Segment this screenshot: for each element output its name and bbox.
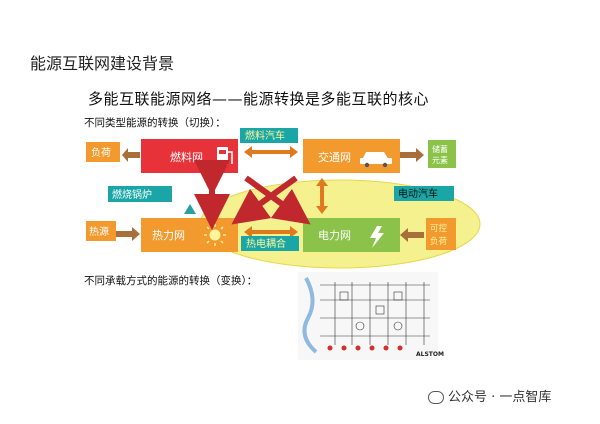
svg-text:燃烧锅炉: 燃烧锅炉 bbox=[112, 188, 152, 201]
heat-source-box: 热源 bbox=[86, 221, 116, 241]
power-grid-label: 电力网 bbox=[318, 229, 351, 242]
substation-schematic-image bbox=[298, 272, 438, 360]
controllable-load-box: 可控 负荷 bbox=[426, 218, 456, 250]
page-title: 能源互联网建设背景 bbox=[30, 54, 175, 73]
fuel-grid-label: 燃料网 bbox=[170, 150, 203, 164]
svg-text:电动汽车: 电动汽车 bbox=[398, 187, 438, 200]
section-heading-conversion: 不同类型能源的转换（切换）： bbox=[84, 117, 226, 129]
svg-text:热电耦合: 热电耦合 bbox=[246, 237, 286, 250]
side-connectors bbox=[116, 148, 424, 242]
svg-text:负荷: 负荷 bbox=[430, 236, 448, 247]
boiler-tag: 燃烧锅炉 bbox=[108, 186, 172, 202]
orange-double-arrows bbox=[244, 146, 328, 238]
fuel-conversion-arrows bbox=[194, 160, 311, 230]
load-box: 负荷 bbox=[86, 142, 120, 162]
fuel-car-tag: 燃料汽车 bbox=[240, 128, 298, 143]
lightning-icon bbox=[370, 226, 384, 248]
page-subtitle: 多能互联能源网络——能源转换是多能互联的核心 bbox=[88, 90, 430, 108]
car-icon bbox=[360, 152, 392, 168]
heat-grid-node: 热力网 bbox=[141, 218, 238, 252]
section-heading-transformation: 不同承载方式的能源的转换（变换）： bbox=[84, 275, 258, 287]
power-grid-node: 电力网 bbox=[303, 218, 400, 252]
heat-grid-label: 热力网 bbox=[152, 229, 185, 242]
svg-text:可控: 可控 bbox=[430, 223, 448, 234]
ev-tag: 电动汽车 bbox=[394, 186, 454, 201]
wechat-icon bbox=[428, 391, 444, 404]
storage-text-line2: 元素 bbox=[432, 155, 448, 165]
storage-text-line1: 储蓄 bbox=[432, 144, 448, 154]
svg-text:负荷: 负荷 bbox=[91, 146, 111, 159]
watermark: 公众号 · 一点智库 bbox=[428, 386, 551, 405]
svg-text:热源: 热源 bbox=[89, 225, 109, 238]
fuel-grid-node: 燃料网 bbox=[141, 139, 238, 173]
storage-box: 储蓄 元素 bbox=[428, 140, 456, 168]
chp-tag: 热电耦合 bbox=[241, 236, 299, 251]
transport-grid-node: 交通网 bbox=[303, 139, 400, 173]
alstom-logo: ALSTOM bbox=[416, 351, 444, 358]
svg-text:燃料汽车: 燃料汽车 bbox=[245, 129, 285, 142]
transport-grid-label: 交通网 bbox=[318, 150, 351, 164]
